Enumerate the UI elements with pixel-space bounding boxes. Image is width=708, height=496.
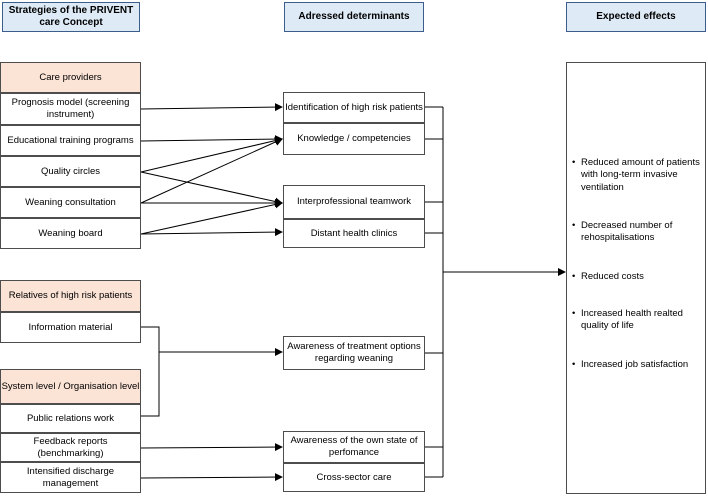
strategy-public-relations: Public relations work xyxy=(0,404,141,433)
effect-item: • Increased health realted quality of lif… xyxy=(572,308,701,333)
strategy-prognosis-model: Prognosis model (screening instrument) xyxy=(0,93,141,125)
arrow-quality-to-teamwork xyxy=(140,171,283,206)
strategy-discharge-management: Intensified discharge management xyxy=(0,462,141,493)
connector-information-material xyxy=(141,326,160,417)
strategy-information-material: Information material xyxy=(0,312,141,343)
arrow-education-to-knowledge xyxy=(140,135,283,144)
bullet-icon: • xyxy=(572,359,576,370)
category-system-level-label: System level / Organisation level xyxy=(1,380,140,392)
effect-text: Reduced costs xyxy=(581,271,644,282)
effect-text: Reduced amount of patients with long-ter… xyxy=(581,157,700,193)
bullet-icon: • xyxy=(572,220,576,231)
category-relatives-label: Relatives of high risk patients xyxy=(8,290,133,302)
determinant-distant-clinics: Distant health clinics xyxy=(283,219,425,248)
effect-item: • Decreased number of rehospitalisations xyxy=(572,220,701,245)
category-relatives: Relatives of high risk patients xyxy=(0,280,141,312)
bullet-icon: • xyxy=(572,271,576,282)
determinant-awareness-performance: Awareness of the own state of perfomance xyxy=(283,431,425,463)
strategy-educational-training: Educational training programs xyxy=(0,125,141,156)
arrow-board-to-distant xyxy=(140,228,283,237)
category-care-providers-label: Care providers xyxy=(39,71,102,83)
strategy-quality-circles: Quality circles xyxy=(0,156,141,187)
category-care-providers: Care providers xyxy=(0,62,141,93)
effects-box: • Reduced amount of patients with long-te… xyxy=(566,62,706,494)
effect-item: • Reduced amount of patients with long-te… xyxy=(572,157,701,194)
bullet-icon: • xyxy=(572,308,576,319)
determinant-awareness-treatment: Awareness of treatment options regarding… xyxy=(283,336,425,370)
bullet-icon: • xyxy=(572,157,576,168)
arrow-feedback-to-performance xyxy=(140,443,283,452)
strategy-feedback-reports: Feedback reports (benchmarking) xyxy=(0,433,141,462)
arrow-consultation-to-knowledge xyxy=(140,138,283,204)
strategy-weaning-consultation: Weaning consultation xyxy=(0,187,141,218)
determinant-knowledge: Knowledge / competencies xyxy=(283,123,425,155)
determinant-teamwork: Interprofessional teamwork xyxy=(283,185,425,219)
effect-text: Decreased number of rehospitalisations xyxy=(581,220,673,244)
determinant-cross-sector: Cross-sector care xyxy=(283,463,425,492)
determinant-identification: Identification of high risk patients xyxy=(283,92,425,123)
arrow-prognosis-to-identification xyxy=(140,103,283,112)
category-system-level: System level / Organisation level xyxy=(0,369,141,404)
effect-text: Increased job satisfaction xyxy=(581,359,689,370)
header-determinants: Adressed determinants xyxy=(284,2,424,32)
header-effects: Expected effects xyxy=(566,2,706,32)
effect-item: • Reduced costs xyxy=(572,271,701,283)
effect-item: • Increased job satisfaction xyxy=(572,359,701,371)
effect-text: Increased health realted quality of life xyxy=(581,308,683,332)
header-strategies: Strategies of the PRIVENT care Concept xyxy=(2,2,140,32)
arrow-quality-to-knowledge xyxy=(140,136,283,173)
strategy-weaning-board: Weaning board xyxy=(0,218,141,249)
arrow-board-to-teamwork xyxy=(140,200,283,235)
arrow-discharge-to-crosssector xyxy=(140,473,283,482)
